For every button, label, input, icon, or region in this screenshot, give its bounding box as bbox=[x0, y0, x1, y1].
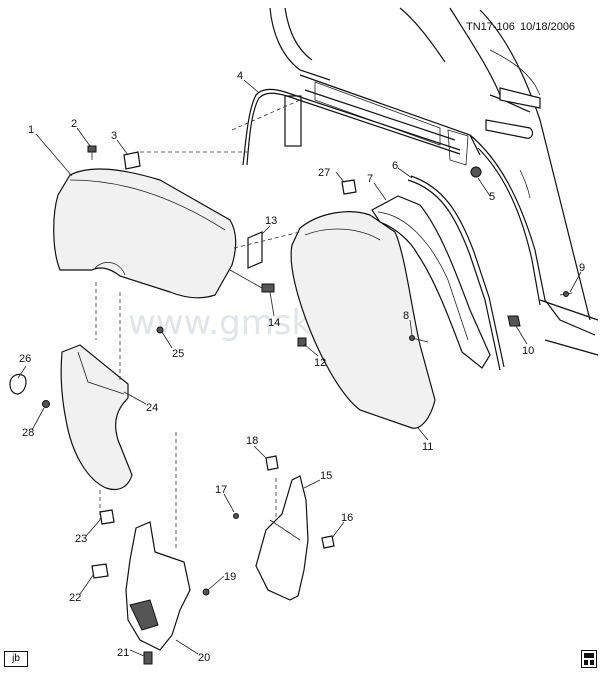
callout-18: 18 bbox=[246, 435, 258, 447]
callout-7: 7 bbox=[367, 173, 373, 185]
callout-14: 14 bbox=[268, 317, 280, 329]
callout-5: 5 bbox=[489, 191, 495, 203]
diagram-index-icon bbox=[581, 650, 597, 668]
seal-6 bbox=[407, 179, 501, 371]
clip-3 bbox=[123, 151, 141, 170]
door-handle bbox=[499, 87, 541, 109]
callout-23: 23 bbox=[75, 533, 87, 545]
fender-flare-1 bbox=[53, 168, 237, 299]
callout-19: 19 bbox=[224, 571, 236, 583]
callout-8: 8 bbox=[403, 310, 409, 322]
bracket-20 bbox=[125, 521, 191, 651]
callout-22: 22 bbox=[69, 592, 81, 604]
leader-lines bbox=[17, 79, 582, 657]
callout-4: 4 bbox=[237, 70, 243, 82]
callout-1: 1 bbox=[28, 124, 34, 136]
callout-2: 2 bbox=[71, 118, 77, 130]
door-handle-lower bbox=[485, 119, 534, 139]
callout-labels: 1 2 3 4 5 6 7 8 9 10 11 12 13 14 15 16 1… bbox=[19, 70, 585, 664]
callout-24: 24 bbox=[146, 402, 158, 414]
screw-17 bbox=[233, 513, 239, 519]
callout-3: 3 bbox=[111, 130, 117, 142]
fastener-28 bbox=[42, 400, 50, 408]
bracket-15 bbox=[255, 475, 309, 601]
callout-26: 26 bbox=[19, 353, 31, 365]
bolt-19 bbox=[202, 588, 210, 596]
bracket-13 bbox=[247, 231, 263, 269]
diagram-code: TN17-106 bbox=[466, 21, 515, 33]
body-bracket bbox=[284, 95, 302, 147]
push-pin-2 bbox=[87, 145, 97, 153]
footer-tag: jb bbox=[4, 651, 28, 667]
callout-10: 10 bbox=[522, 345, 534, 357]
bolt-14 bbox=[261, 283, 275, 293]
callout-13: 13 bbox=[265, 215, 277, 227]
diagram-date: 10/18/2006 bbox=[520, 21, 575, 33]
screw-25 bbox=[156, 326, 164, 334]
callout-12: 12 bbox=[314, 357, 326, 369]
cap-26 bbox=[9, 373, 27, 395]
callout-17: 17 bbox=[215, 484, 227, 496]
callout-25: 25 bbox=[172, 348, 184, 360]
wheel-liner-7 bbox=[371, 195, 491, 369]
clip-18 bbox=[265, 455, 279, 471]
vehicle-body-outline bbox=[269, 7, 599, 356]
bolt-21 bbox=[143, 651, 153, 665]
lower-panel-24 bbox=[60, 344, 133, 491]
callout-28: 28 bbox=[22, 427, 34, 439]
screw-9 bbox=[563, 291, 569, 297]
callout-16: 16 bbox=[341, 512, 353, 524]
callout-15: 15 bbox=[320, 470, 332, 482]
molding-strip-4 bbox=[242, 88, 461, 166]
nut-16 bbox=[321, 535, 335, 549]
rear-flare-11 bbox=[290, 211, 436, 429]
callout-20: 20 bbox=[198, 652, 210, 664]
callout-11: 11 bbox=[422, 441, 433, 453]
nut-27 bbox=[341, 179, 357, 195]
nut-10 bbox=[507, 315, 521, 327]
callout-6: 6 bbox=[392, 160, 398, 172]
pin-8 bbox=[409, 335, 415, 341]
clip-22 bbox=[91, 563, 109, 579]
clip-23 bbox=[99, 509, 115, 525]
callout-21: 21 bbox=[117, 647, 129, 659]
callout-9: 9 bbox=[579, 262, 585, 274]
callout-27: 27 bbox=[318, 167, 330, 179]
nut-5 bbox=[470, 166, 482, 178]
